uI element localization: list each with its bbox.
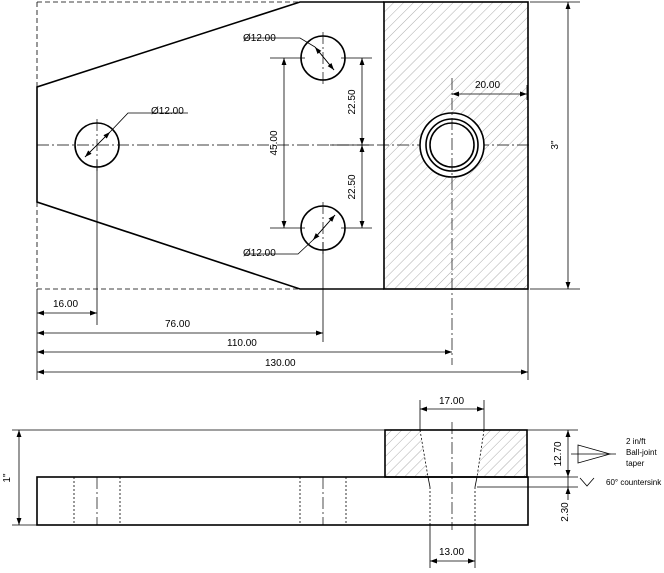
taper-note-line3: taper: [626, 459, 645, 468]
hole-bottom-leader: [245, 239, 314, 255]
dim-16-label: 16.00: [53, 299, 78, 310]
taper-note-line1: 2 in/ft: [626, 437, 646, 446]
dim-110-label: 110.00: [227, 338, 257, 349]
countersink-symbol-icon: [579, 477, 595, 487]
dim-45-label: 45.00: [269, 130, 280, 155]
hole-top-leader: [244, 37, 316, 48]
hole-top-label: Ø12.00: [243, 33, 276, 44]
hole-left-diameter-line-b: [84, 131, 111, 158]
side-block-hatch: [385, 430, 527, 477]
hole-left-leader: [109, 112, 188, 133]
block-outline: [383, 1, 529, 290]
hole-bottom-label: Ø12.00: [243, 248, 276, 259]
dim-230-label: 2.30: [560, 502, 571, 522]
dim-2250-top-label: 22.50: [347, 89, 358, 114]
hole-bottom-diameter-line-b: [312, 214, 336, 241]
countersink-right: [474, 476, 478, 488]
side-view: 17.00 12.70 1" 2.30 13.00 2 in/ft Ball-j…: [2, 396, 662, 568]
dim-17-label: 17.00: [439, 396, 464, 407]
hole-top-diameter-line-b: [314, 46, 335, 71]
dim-2250-bottom-label: 22.50: [347, 174, 358, 199]
dim-1270-label: 12.70: [553, 441, 564, 466]
taper-note-line2: Ball-joint: [626, 448, 657, 457]
dim-20-label: 20.00: [475, 80, 500, 91]
dim-3in-label: 3": [550, 140, 561, 150]
top-view: Ø12.00 Ø12.00 Ø12.00 20.00 45.00 22.50 2…: [36, 1, 580, 380]
dim-76-label: 76.00: [165, 319, 190, 330]
dim-13-label: 13.00: [439, 547, 464, 558]
hole-left-label: Ø12.00: [151, 106, 184, 117]
dim-1in-label: 1": [2, 473, 13, 483]
side-base-outline: [36, 476, 529, 526]
countersink-left: [427, 476, 431, 488]
dim-130-label: 130.00: [265, 358, 296, 369]
countersink-note: 60° countersink: [606, 478, 662, 487]
plate-outline: [36, 1, 384, 290]
